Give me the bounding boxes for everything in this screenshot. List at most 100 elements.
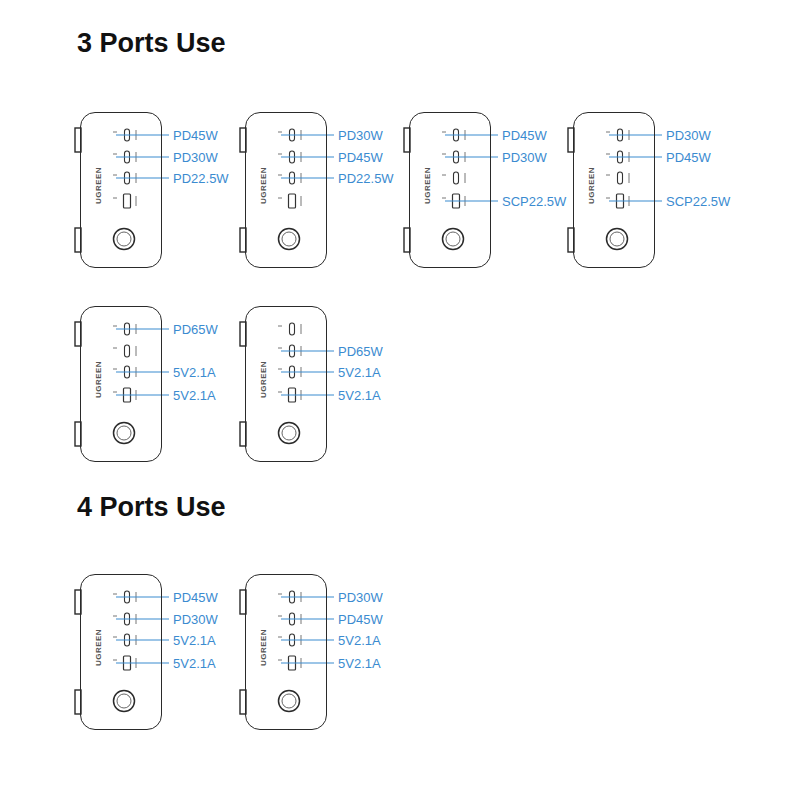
port-power-label: SCP22.5W	[501, 195, 567, 208]
brand-text: UGREEN	[259, 360, 268, 397]
port-mark	[442, 175, 446, 176]
port-mark	[113, 154, 117, 155]
charger-body: UGREEN	[80, 574, 162, 730]
brand-text: UGREEN	[259, 166, 268, 203]
port-mark	[113, 660, 117, 661]
brand-text: UGREEN	[259, 628, 268, 665]
port-power-label: PD30W	[337, 591, 384, 604]
port-power-label: SCP22.5W	[665, 195, 731, 208]
port-power-label: PD30W	[665, 129, 712, 142]
indicator-button	[117, 694, 131, 708]
port-mark	[278, 175, 282, 176]
port-mark	[278, 132, 282, 133]
port-mark	[278, 392, 282, 393]
indicator-button	[279, 423, 300, 444]
charger-drawing	[75, 322, 136, 446]
charger-drawing	[404, 128, 465, 252]
port-mark	[113, 326, 117, 327]
charger-body: UGREEN	[245, 112, 327, 268]
charger-body: UGREEN	[80, 112, 162, 268]
port-mark	[606, 132, 610, 133]
port-power-label: PD65W	[337, 345, 384, 358]
section-heading: 4 Ports Use	[77, 492, 226, 523]
port-power-label: 5V2.1A	[172, 389, 217, 402]
brand-text: UGREEN	[94, 628, 103, 665]
brand-text: UGREEN	[94, 360, 103, 397]
port-mark	[136, 346, 137, 356]
port-mark	[465, 173, 466, 183]
port-mark	[278, 326, 282, 327]
usb-c-port	[454, 172, 459, 184]
port-power-label: PD22.5W	[172, 172, 230, 185]
port-mark	[113, 198, 117, 199]
indicator-button	[443, 229, 464, 250]
port-mark	[113, 348, 117, 349]
indicator-button	[279, 229, 300, 250]
port-power-label: PD45W	[337, 613, 384, 626]
usb-a-port	[289, 194, 296, 208]
indicator-button	[114, 423, 135, 444]
indicator-button	[610, 232, 624, 246]
usb-a-port	[124, 194, 131, 208]
port-power-label: PD45W	[172, 591, 219, 604]
port-mark	[442, 132, 446, 133]
port-mark	[136, 196, 137, 206]
brand-text: UGREEN	[94, 166, 103, 203]
port-power-label: 5V2.1A	[172, 366, 217, 379]
indicator-button	[282, 694, 296, 708]
port-mark	[442, 198, 446, 199]
charger-drawing	[240, 322, 301, 446]
charger-drawing	[568, 128, 629, 252]
brand-text: UGREEN	[423, 166, 432, 203]
charger-body: UGREEN	[573, 112, 655, 268]
port-power-label: PD45W	[665, 151, 712, 164]
port-power-label: PD30W	[337, 129, 384, 142]
charger-body: UGREEN	[245, 574, 327, 730]
port-mark	[278, 369, 282, 370]
indicator-button	[114, 691, 135, 712]
indicator-button	[117, 426, 131, 440]
usb-c-port	[290, 323, 295, 335]
port-power-label: PD30W	[501, 151, 548, 164]
port-mark	[301, 324, 302, 334]
port-power-label: 5V2.1A	[337, 366, 382, 379]
port-power-label: PD45W	[337, 151, 384, 164]
port-power-label: PD45W	[501, 129, 548, 142]
port-power-label: 5V2.1A	[337, 657, 382, 670]
port-mark	[278, 594, 282, 595]
brand-text: UGREEN	[587, 166, 596, 203]
port-mark	[113, 132, 117, 133]
port-mark	[442, 154, 446, 155]
port-mark	[278, 637, 282, 638]
indicator-button	[117, 232, 131, 246]
port-power-label: 5V2.1A	[337, 389, 382, 402]
port-power-label: PD30W	[172, 151, 219, 164]
charger-drawing	[240, 590, 301, 714]
port-mark	[278, 616, 282, 617]
port-power-label: 5V2.1A	[337, 634, 382, 647]
port-mark	[278, 660, 282, 661]
port-power-label: PD22.5W	[337, 172, 395, 185]
indicator-button	[282, 426, 296, 440]
port-mark	[113, 594, 117, 595]
charger-body: UGREEN	[245, 306, 327, 462]
port-mark	[606, 175, 610, 176]
port-mark	[113, 175, 117, 176]
port-mark	[113, 392, 117, 393]
port-mark	[113, 616, 117, 617]
port-mark	[606, 198, 610, 199]
port-power-label: PD45W	[172, 129, 219, 142]
charger-drawing	[75, 590, 136, 714]
port-power-label: PD65W	[172, 323, 219, 336]
port-mark	[606, 154, 610, 155]
indicator-button	[114, 229, 135, 250]
port-mark	[113, 637, 117, 638]
port-mark	[629, 173, 630, 183]
port-power-label: 5V2.1A	[172, 634, 217, 647]
port-power-label: PD30W	[172, 613, 219, 626]
indicator-button	[279, 691, 300, 712]
indicator-button	[446, 232, 460, 246]
usb-c-port	[618, 172, 623, 184]
indicator-button	[282, 232, 296, 246]
